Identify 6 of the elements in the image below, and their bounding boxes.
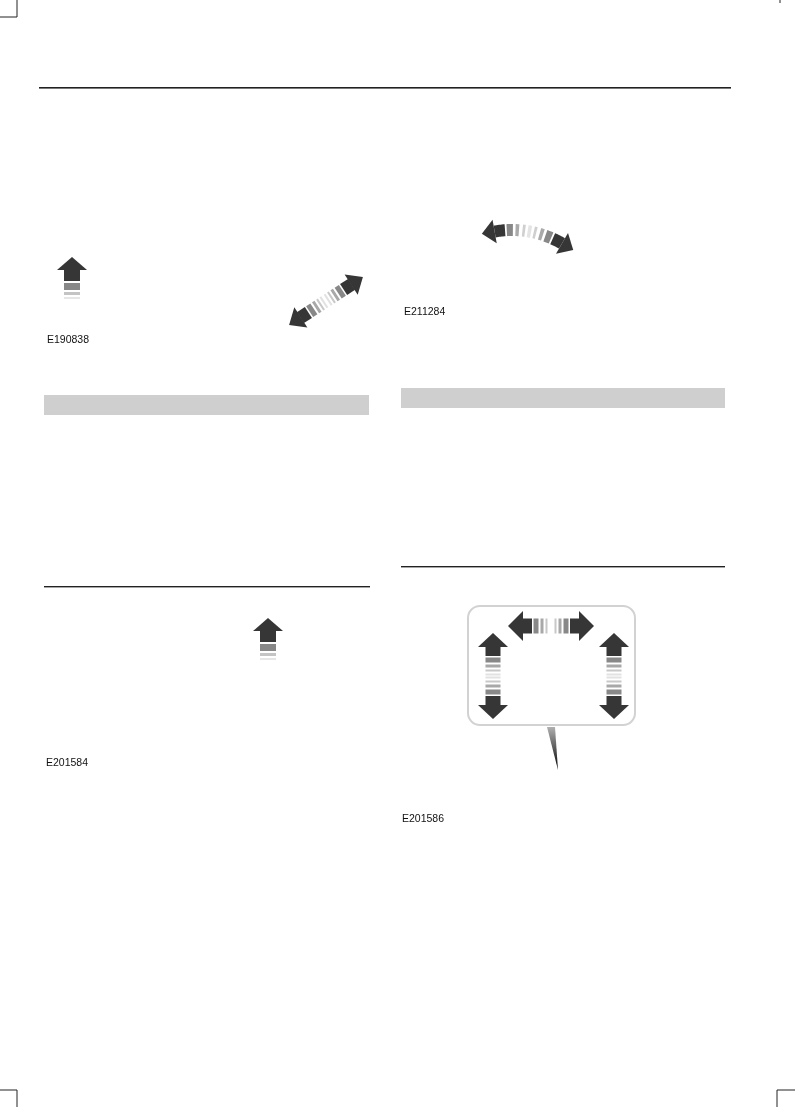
figure-code: E211284 xyxy=(404,305,446,317)
figure-code: E201586 xyxy=(402,812,445,824)
heading-band xyxy=(44,395,369,415)
figure-code: E190838 xyxy=(47,333,90,345)
figure-code: E201584 xyxy=(46,756,89,768)
heading-band xyxy=(401,388,725,408)
